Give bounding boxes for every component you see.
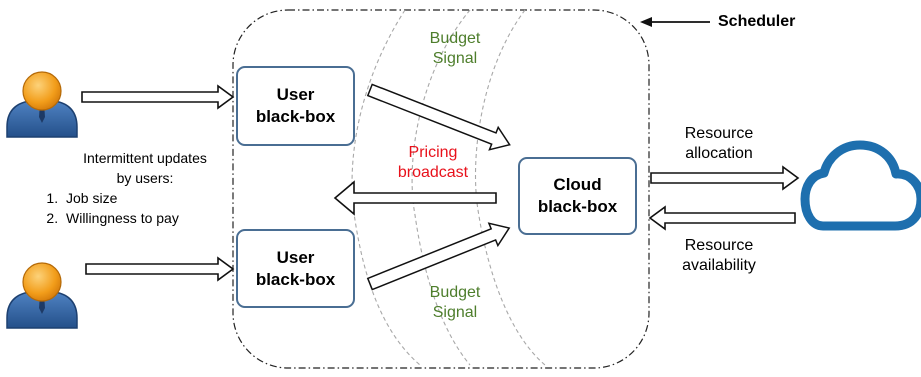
budget-signal-bottom: Budget Signal bbox=[415, 283, 495, 323]
resource-availability-arrow bbox=[648, 205, 796, 231]
box-line: Cloud bbox=[553, 175, 602, 194]
box-line: black-box bbox=[537, 197, 618, 216]
user-icon bbox=[6, 262, 78, 329]
resource-availability-label: Resource availability bbox=[664, 236, 774, 276]
budget-signal-top: Budget Signal bbox=[415, 29, 495, 69]
user-to-box-arrow-bottom bbox=[85, 256, 235, 282]
scheduler-boundary bbox=[232, 9, 650, 369]
user-updates-heading: Intermittent updates by users: bbox=[55, 148, 235, 188]
label-line: by users: bbox=[116, 170, 174, 186]
list-item: Job size bbox=[62, 188, 238, 208]
label-line: Intermittent updates bbox=[83, 150, 207, 166]
list-item: Willingness to pay bbox=[62, 208, 238, 228]
label-line: availability bbox=[682, 257, 756, 274]
label-line: broadcast bbox=[397, 164, 469, 181]
scheduler-pointer-arrow bbox=[640, 17, 710, 27]
budget-arrow-top bbox=[366, 83, 511, 151]
box-line: black-box bbox=[255, 107, 336, 126]
user-black-box-bottom: User black-box bbox=[236, 229, 355, 308]
box-line: black-box bbox=[255, 269, 336, 289]
box-line: User bbox=[276, 247, 315, 267]
resource-allocation-arrow bbox=[650, 165, 800, 191]
pricing-broadcast-arrow bbox=[333, 180, 497, 216]
dashed-curve-1 bbox=[351, 9, 421, 366]
user-icon bbox=[6, 71, 78, 138]
pricing-broadcast-label: Pricing broadcast bbox=[378, 143, 488, 183]
label-line: Budget bbox=[429, 30, 481, 47]
label-line: Signal bbox=[432, 50, 478, 67]
dashed-curve-3 bbox=[474, 9, 546, 366]
label-line: Pricing bbox=[408, 144, 458, 161]
label-line: allocation bbox=[685, 145, 753, 162]
user-black-box-top: User black-box bbox=[236, 66, 355, 146]
label-line: Budget bbox=[429, 284, 481, 301]
label-line: Resource bbox=[684, 237, 754, 254]
resource-allocation-label: Resource allocation bbox=[664, 124, 774, 164]
user-to-box-arrow-top bbox=[81, 84, 235, 110]
scheduler-label: Scheduler bbox=[718, 13, 796, 30]
box-line: User bbox=[276, 85, 315, 104]
label-line: Resource bbox=[684, 125, 754, 142]
cloud-black-box: Cloud black-box bbox=[518, 157, 637, 235]
user-updates-list: Job size Willingness to pay bbox=[38, 188, 238, 228]
label-line: Signal bbox=[432, 304, 478, 321]
cloud-icon bbox=[800, 140, 921, 231]
budget-arrow-bottom bbox=[366, 222, 511, 291]
dashed-curve-2 bbox=[411, 9, 471, 366]
